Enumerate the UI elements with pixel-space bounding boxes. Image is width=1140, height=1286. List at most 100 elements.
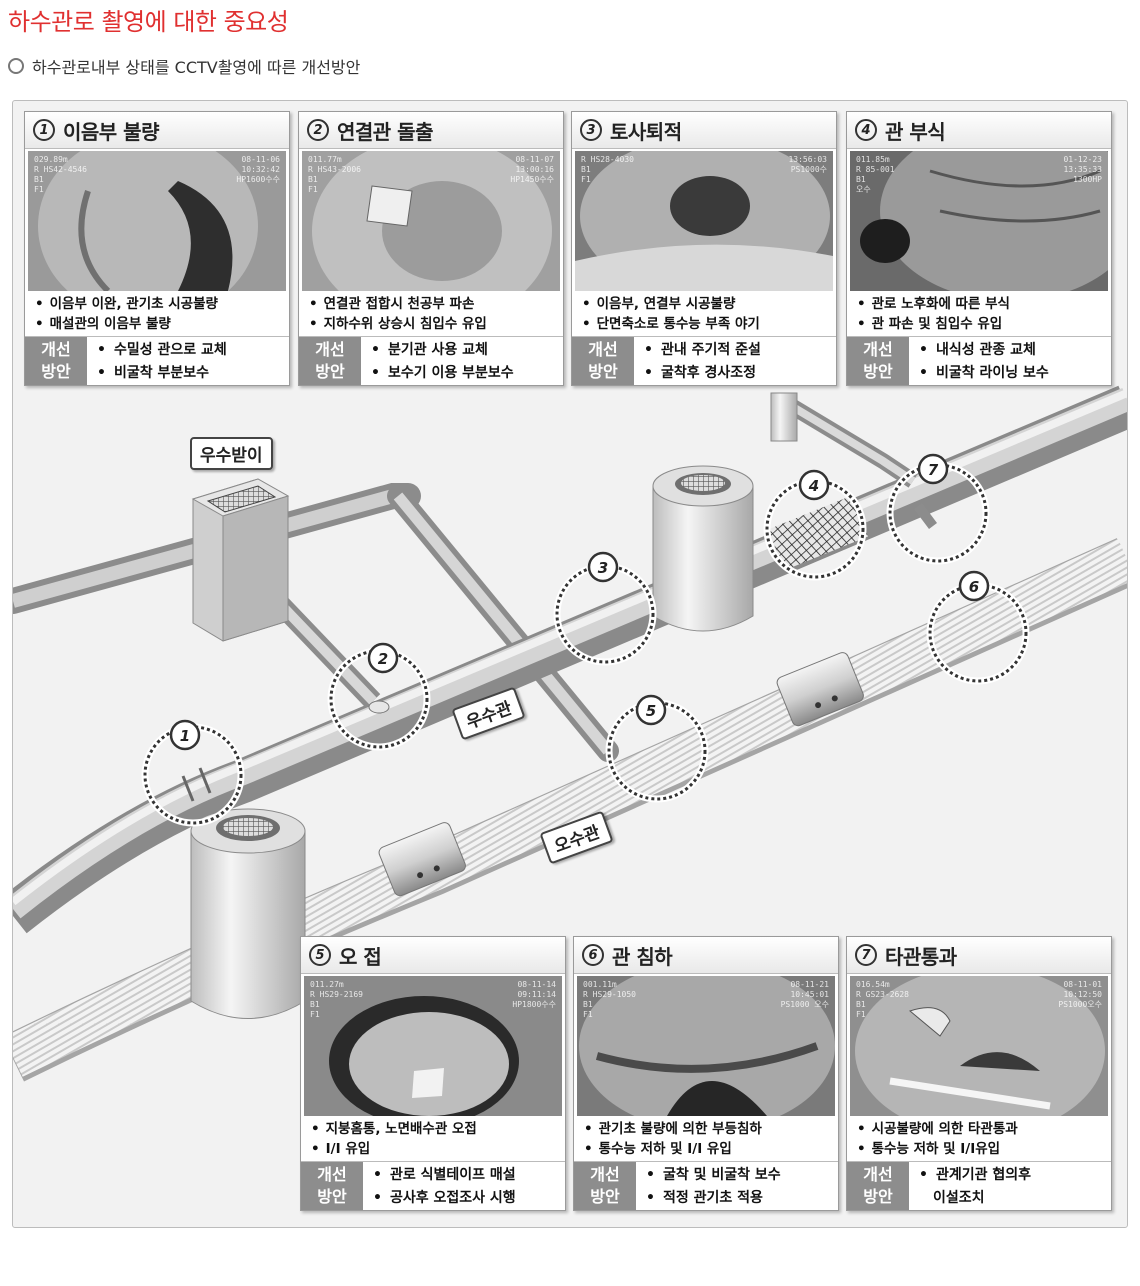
improvement-item: 보수기 이용 부분보수 — [371, 362, 555, 385]
problem-list-4: 관로 노후화에 따른 부식관 파손 및 침입수 유입 — [847, 291, 1111, 336]
improvement-1: 개선방안 수밀성 관으로 교체비굴착 부분보수 — [25, 336, 289, 385]
problem-item: 매설관의 이음부 불량 — [35, 314, 281, 334]
label-inlet: 우수받이 — [190, 437, 273, 470]
improvement-item: 비굴착 라이닝 보수 — [919, 362, 1103, 385]
problem-list-3: 이음부, 연결부 시공불량단면축소로 통수능 부족 야기 — [572, 291, 836, 336]
defect-card-4: 4 관 부식 011.85m R 85-001 B1 오수 01-12-23 13… — [846, 111, 1112, 386]
problem-item: 관로 노후화에 따른 부식 — [857, 294, 1103, 314]
improvement-item: 수밀성 관으로 교체 — [97, 339, 281, 362]
photo-overlay-left-3: R HS28-4030 B1 F1 — [581, 155, 634, 184]
improvement-item: 관로 식별테이프 매설 — [373, 1164, 557, 1187]
photo-overlay-right-3: 13:56:03 PS1000수 — [788, 155, 827, 174]
defect-marker-2: 2 — [327, 642, 431, 751]
circle-bullet-icon — [8, 58, 24, 74]
photo-overlay-right-1: 08-11-06 10:32:42 HP1600수수 — [236, 155, 280, 184]
improvement-list: 내식성 관종 교체비굴착 라이닝 보수 — [909, 337, 1111, 385]
marker-label-4: 4 — [808, 477, 819, 495]
photo-overlay-left-1: 029.89m R HS42-4546 B1 F1 — [34, 155, 87, 194]
diagram-frame: 1 2 3 4 5 6 — [12, 100, 1128, 1228]
improvement-list: 수밀성 관으로 교체비굴착 부분보수 — [87, 337, 289, 385]
problem-list-2: 연결관 접합시 천공부 파손지하수위 상승시 침입수 유입 — [299, 291, 563, 336]
problem-item: 통수능 저하 및 I/I 유입 — [584, 1139, 830, 1159]
card-number-4: 4 — [855, 119, 877, 141]
problem-item: I/I 유입 — [311, 1139, 557, 1159]
improvement-4: 개선방안 내식성 관종 교체비굴착 라이닝 보수 — [847, 336, 1111, 385]
marker-label-3: 3 — [598, 559, 608, 577]
inlet-box — [191, 478, 290, 642]
marker-label-5: 5 — [646, 702, 656, 720]
defect-marker-5: 5 — [605, 694, 709, 803]
improvement-list: 관로 식별테이프 매설공사후 오접조사 시행 — [363, 1162, 565, 1210]
pipe-scene: 1 2 3 4 5 6 — [13, 385, 1127, 1082]
photo-overlay-right-4: 01-12-23 13:35:33 1300HP — [1063, 155, 1102, 184]
defect-marker-3: 3 — [553, 551, 657, 666]
storm-pipe-main — [13, 385, 1127, 934]
defect-marker-6: 6 — [926, 570, 1030, 685]
improvement-item: 관내 주기적 준설 — [644, 339, 828, 362]
subtitle: 하수관로내부 상태를 CCTV촬영에 따른 개선방안 — [8, 54, 360, 78]
page-title: 하수관로 촬영에 대한 중요성 — [8, 8, 289, 36]
marker-label-2: 2 — [378, 650, 388, 668]
photo-overlay-left-4: 011.85m R 85-001 B1 오수 — [856, 155, 895, 194]
photo-overlay-right-7: 08-11-01 10:12:50 PS1000오수 — [1058, 980, 1102, 1009]
cctv-photo-7: 016.54m R GS23-2628 B1 F1 08-11-01 10:12… — [850, 976, 1108, 1116]
storm-pipe-upper — [13, 483, 619, 762]
problem-list-6: 관기초 불량에 의한 부등침하통수능 저하 및 I/I 유입 — [574, 1116, 838, 1161]
improvement-item: 비굴착 부분보수 — [97, 362, 281, 385]
problem-list-1: 이음부 이완, 관기초 시공불량매설관의 이음부 불량 — [25, 291, 289, 336]
card-number-7: 7 — [855, 944, 877, 966]
card-title-4: 관 부식 — [885, 119, 946, 144]
card-number-6: 6 — [582, 944, 604, 966]
improvement-item: 관계기관 협의후 — [919, 1164, 1103, 1187]
card-number-1: 1 — [33, 119, 55, 141]
photo-overlay-left-2: 011.77m R HS43-2006 B1 F1 — [308, 155, 361, 194]
photo-overlay-right-6: 08-11-21 10:45:01 PS1000 오수 — [780, 980, 829, 1009]
improvement-item: 공사후 오접조사 시행 — [373, 1187, 557, 1210]
improvement-6: 개선방안 굴착 및 비굴착 보수적정 관기초 적용 — [574, 1161, 838, 1210]
improvement-2: 개선방안 분기관 사용 교체보수기 이용 부분보수 — [299, 336, 563, 385]
photo-overlay-left-7: 016.54m R GS23-2628 B1 F1 — [856, 980, 909, 1019]
card-title-1: 이음부 불량 — [63, 119, 159, 144]
improvement-list: 굴착 및 비굴착 보수적정 관기초 적용 — [636, 1162, 838, 1210]
photo-overlay-left-6: 001.11m R HS29-1050 B1 F1 — [583, 980, 636, 1019]
improvement-3: 개선방안 관내 주기적 준설굴착후 경사조정 — [572, 336, 836, 385]
card-number-5: 5 — [309, 944, 331, 966]
marker-label-6: 6 — [969, 578, 979, 596]
photo-overlay-right-2: 08-11-07 13:00:16 HP1450수수 — [510, 155, 554, 184]
problem-item: 시공불량에 의한 타관통과 — [857, 1119, 1103, 1139]
problem-item: 단면축소로 통수능 부족 야기 — [582, 314, 828, 334]
improvement-list: 분기관 사용 교체보수기 이용 부분보수 — [361, 337, 563, 385]
problem-item: 지하수위 상승시 침입수 유입 — [309, 314, 555, 334]
problem-item: 통수능 저하 및 I/I유입 — [857, 1139, 1103, 1159]
card-title-2: 연결관 돌출 — [337, 119, 433, 144]
cctv-photo-3: R HS28-4030 B1 F1 13:56:03 PS1000수 — [575, 151, 833, 291]
improvement-item: 내식성 관종 교체 — [919, 339, 1103, 362]
improvement-list: 관내 주기적 준설굴착후 경사조정 — [634, 337, 836, 385]
corroded-segment — [768, 495, 868, 571]
improvement-item: 적정 관기초 적용 — [646, 1187, 830, 1210]
improvement-item: 굴착후 경사조정 — [644, 362, 828, 385]
problem-item: 이음부 이완, 관기초 시공불량 — [35, 294, 281, 314]
improvement-5: 개선방안 관로 식별테이프 매설공사후 오접조사 시행 — [301, 1161, 565, 1210]
cctv-photo-6: 001.11m R HS29-1050 B1 F1 08-11-21 10:45… — [577, 976, 835, 1116]
improvement-item: 이설조치 — [933, 1190, 985, 1206]
card-title-5: 오 접 — [339, 944, 382, 969]
subtitle-text: 하수관로내부 상태를 CCTV촬영에 따른 개선방안 — [32, 58, 361, 77]
photo-overlay-left-5: 011.27m R HS29-2169 B1 F1 — [310, 980, 363, 1019]
defect-card-1: 1 이음부 불량 029.89m R HS42-4546 B1 F1 08-11-… — [24, 111, 290, 386]
improvement-item: 분기관 사용 교체 — [371, 339, 555, 362]
problem-item: 관기초 불량에 의한 부등침하 — [584, 1119, 830, 1139]
cctv-photo-4: 011.85m R 85-001 B1 오수 01-12-23 13:35:33… — [850, 151, 1108, 291]
